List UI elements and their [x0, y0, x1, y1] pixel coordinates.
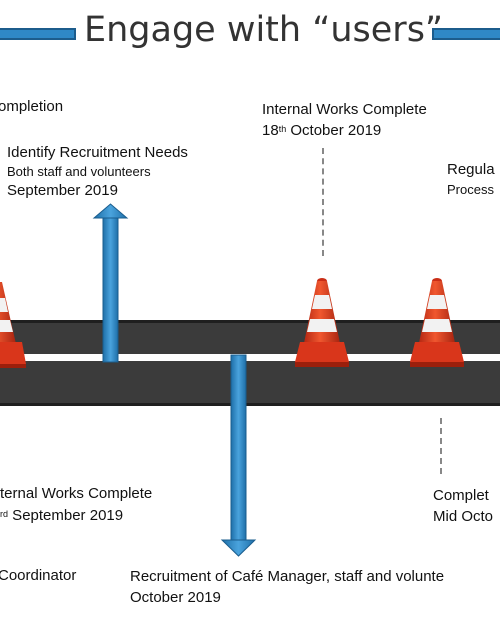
date-rest: September 2019	[8, 507, 124, 524]
date-suffix: rd	[0, 509, 9, 519]
internal-works-bottom-date: rd September 2019	[0, 506, 123, 526]
dashed-connector-bottom	[440, 418, 442, 474]
recruitment-cafe-title: Recruitment of Café Manager, staff and v…	[130, 568, 445, 585]
title-bar-right	[432, 28, 500, 40]
title-area: Engage with “users”	[0, 0, 500, 62]
up-arrow	[92, 203, 129, 363]
completion-label: ompletion	[0, 98, 64, 115]
right-bottom-title: Complet	[433, 487, 489, 504]
traffic-cone-icon	[410, 278, 464, 367]
recruitment-needs-subtitle: Both staff and volunteers	[7, 164, 151, 179]
recruitment-needs-date: September 2019	[7, 182, 118, 199]
recruitment-needs-title: Identify Recruitment Needs	[7, 144, 188, 161]
traffic-cone-icon	[0, 282, 26, 368]
date-suffix: th	[278, 124, 287, 134]
road-bottom-edge	[0, 403, 500, 406]
recruitment-cafe-date: October 2019	[130, 589, 221, 606]
internal-works-top-title: Internal Works Complete	[262, 101, 427, 118]
title-bar-left	[0, 28, 76, 40]
dashed-connector-top	[322, 148, 324, 256]
road-top-edge	[0, 320, 500, 323]
right-top-title: Regula	[447, 161, 495, 178]
road-center-line	[0, 354, 500, 361]
date-rest: October 2019	[286, 122, 382, 139]
coordinator-label: Coordinator	[0, 567, 77, 584]
right-top-subtitle: Process	[447, 182, 494, 197]
right-bottom-date: Mid Octo	[433, 508, 494, 525]
page-title: Engage with “users”	[84, 10, 444, 50]
traffic-cone-icon	[295, 278, 349, 367]
internal-works-top-date: 18th October 2019	[262, 121, 381, 141]
down-arrow	[220, 354, 257, 557]
date-day: 18	[262, 122, 279, 139]
internal-works-bottom-title: ternal Works Complete	[0, 485, 153, 502]
